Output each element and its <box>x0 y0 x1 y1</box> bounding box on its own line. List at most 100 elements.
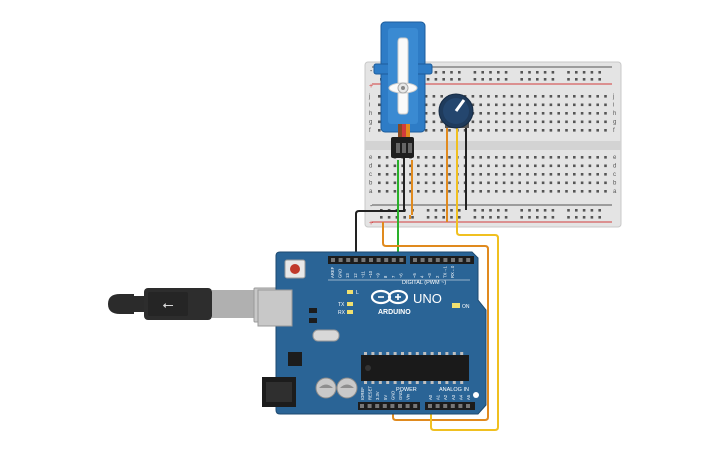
breadboard-hole[interactable] <box>495 95 498 98</box>
breadboard-hole[interactable] <box>440 95 443 98</box>
breadboard-hole[interactable] <box>495 173 498 176</box>
breadboard-hole[interactable] <box>573 120 576 124</box>
breadboard-hole[interactable] <box>541 129 545 132</box>
breadboard-hole[interactable] <box>573 173 576 176</box>
rail-hole[interactable] <box>442 78 445 81</box>
breadboard-hole[interactable] <box>440 156 443 159</box>
breadboard-hole[interactable] <box>580 112 584 115</box>
rail-hole[interactable] <box>426 216 430 219</box>
rail-hole[interactable] <box>590 71 594 74</box>
reset-button-cap[interactable] <box>290 264 300 274</box>
rail-hole[interactable] <box>450 78 453 81</box>
rail-hole[interactable] <box>543 71 547 74</box>
breadboard-hole[interactable] <box>487 120 490 124</box>
rail-hole[interactable] <box>395 216 399 219</box>
rail-hole[interactable] <box>598 71 601 74</box>
breadboard-hole[interactable] <box>518 129 521 132</box>
rail-hole[interactable] <box>473 78 477 81</box>
breadboard-hole[interactable] <box>604 95 607 98</box>
breadboard-hole[interactable] <box>534 95 537 98</box>
breadboard-hole[interactable] <box>502 112 506 115</box>
rail-hole[interactable] <box>434 216 438 219</box>
rail-hole[interactable] <box>458 209 461 212</box>
breadboard-hole[interactable] <box>534 120 537 124</box>
breadboard-hole[interactable] <box>588 120 592 124</box>
breadboard-hole[interactable] <box>385 190 389 193</box>
breadboard-hole[interactable] <box>541 156 545 159</box>
breadboard-hole[interactable] <box>417 181 420 185</box>
header-pin[interactable] <box>428 258 433 262</box>
breadboard-hole[interactable] <box>557 95 560 98</box>
breadboard-hole[interactable] <box>596 190 599 193</box>
rail-hole[interactable] <box>590 78 594 81</box>
rail-hole[interactable] <box>504 78 508 81</box>
breadboard-hole[interactable] <box>378 190 381 193</box>
breadboard-hole[interactable] <box>534 103 537 107</box>
breadboard-hole[interactable] <box>580 95 584 98</box>
wire-ground-black[interactable] <box>355 150 405 254</box>
breadboard-hole[interactable] <box>526 112 529 115</box>
breadboard-hole[interactable] <box>588 112 592 115</box>
breadboard-hole[interactable] <box>440 173 443 176</box>
breadboard-hole[interactable] <box>596 156 599 159</box>
rail-hole[interactable] <box>450 209 453 212</box>
breadboard-hole[interactable] <box>510 95 514 98</box>
breadboard-hole[interactable] <box>549 156 553 159</box>
breadboard-hole[interactable] <box>604 129 607 132</box>
breadboard-hole[interactable] <box>557 173 560 176</box>
rail-hole[interactable] <box>582 78 586 81</box>
breadboard-hole[interactable] <box>557 112 560 115</box>
breadboard-hole[interactable] <box>502 181 506 185</box>
rail-hole[interactable] <box>473 209 477 212</box>
breadboard-hole[interactable] <box>573 112 576 115</box>
breadboard-hole[interactable] <box>424 190 428 193</box>
breadboard-hole[interactable] <box>565 112 568 115</box>
rail-hole[interactable] <box>504 209 508 212</box>
breadboard-hole[interactable] <box>604 103 607 107</box>
breadboard-hole[interactable] <box>596 120 599 124</box>
breadboard-hole[interactable] <box>432 95 436 98</box>
breadboard-hole[interactable] <box>471 95 475 98</box>
breadboard-hole[interactable] <box>541 173 545 176</box>
rail-hole[interactable] <box>497 71 500 74</box>
breadboard-hole[interactable] <box>424 95 428 98</box>
breadboard-hole[interactable] <box>518 120 521 124</box>
header-pin[interactable] <box>428 404 432 408</box>
breadboard-hole[interactable] <box>604 181 607 185</box>
breadboard-hole[interactable] <box>417 164 420 168</box>
breadboard-hole[interactable] <box>526 120 529 124</box>
breadboard-hole[interactable] <box>479 164 482 168</box>
breadboard-hole[interactable] <box>565 120 568 124</box>
breadboard-hole[interactable] <box>424 181 428 185</box>
breadboard-hole[interactable] <box>510 173 514 176</box>
breadboard-hole[interactable] <box>510 190 514 193</box>
breadboard-hole[interactable] <box>518 103 521 107</box>
breadboard-hole[interactable] <box>378 173 381 176</box>
breadboard-hole[interactable] <box>448 173 451 176</box>
breadboard-hole[interactable] <box>417 173 420 176</box>
rail-hole[interactable] <box>520 209 523 212</box>
header-pin[interactable] <box>361 258 366 262</box>
breadboard-hole[interactable] <box>401 190 404 193</box>
breadboard-hole[interactable] <box>378 164 381 168</box>
breadboard-hole[interactable] <box>424 173 428 176</box>
breadboard-hole[interactable] <box>526 156 529 159</box>
potentiometer-knob-indicator[interactable] <box>454 99 466 112</box>
rail-hole[interactable] <box>434 209 438 212</box>
breadboard-hole[interactable] <box>588 129 592 132</box>
header-pin[interactable] <box>466 404 470 408</box>
breadboard-hole[interactable] <box>409 181 412 185</box>
rail-hole[interactable] <box>481 71 484 74</box>
breadboard-hole[interactable] <box>580 129 584 132</box>
header-pin[interactable] <box>338 258 343 262</box>
breadboard-hole[interactable] <box>479 190 482 193</box>
header-pin[interactable] <box>384 258 389 262</box>
breadboard-hole[interactable] <box>557 164 560 168</box>
breadboard-hole[interactable] <box>573 103 576 107</box>
breadboard-hole[interactable] <box>534 190 537 193</box>
breadboard-hole[interactable] <box>378 156 381 159</box>
breadboard-hole[interactable] <box>549 190 553 193</box>
breadboard-hole[interactable] <box>580 190 584 193</box>
